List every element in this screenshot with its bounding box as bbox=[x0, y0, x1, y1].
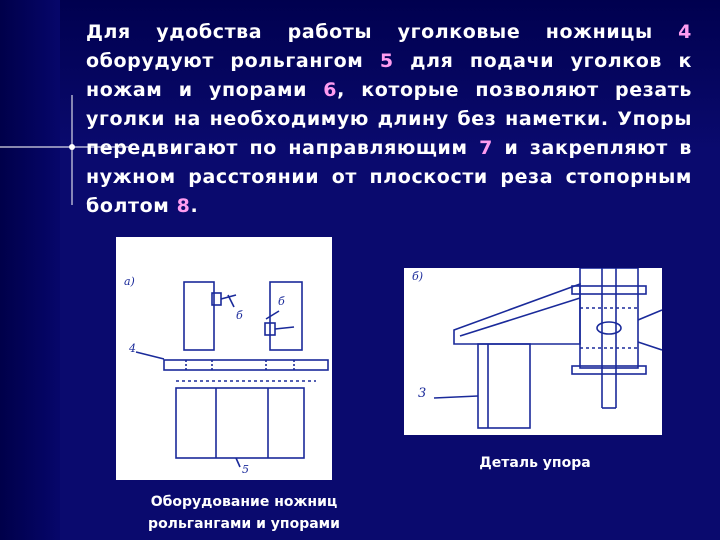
paragraph-text: и закрепляют в нужном расстоянии от плос… bbox=[86, 137, 692, 217]
paragraph-text: для подачи уголков к ножам и упорами bbox=[86, 50, 693, 101]
callout-label: 4 bbox=[129, 342, 136, 355]
shear-blade-right bbox=[269, 281, 303, 351]
figure-a-label: а) bbox=[124, 275, 135, 288]
paragraph-text: Для удобства работы уголковые ножницы bbox=[86, 21, 679, 43]
shear-blade-left bbox=[183, 281, 215, 351]
figure-stop-detail: б) 3 bbox=[404, 268, 662, 435]
figure-b-label: б) bbox=[412, 270, 424, 283]
locking-bolt bbox=[596, 321, 622, 335]
ref-number: 4 bbox=[678, 21, 692, 43]
shears-drawing bbox=[135, 281, 329, 468]
ref-number: 8 bbox=[176, 195, 191, 217]
caption-line: рольгангами и упорами bbox=[148, 516, 340, 532]
callout-label: б bbox=[278, 295, 285, 308]
callout-label: 5 bbox=[242, 463, 249, 476]
clamp-bottom bbox=[571, 365, 647, 375]
paragraph-text: оборудуют рольгангом bbox=[86, 50, 380, 72]
stop-bracket bbox=[453, 282, 581, 345]
background-top-gradient bbox=[0, 0, 720, 150]
stop-detail-drawing bbox=[433, 268, 662, 429]
roller-conveyor-frame bbox=[175, 387, 305, 459]
paragraph-text: , которые позволяют резать уголки на нео… bbox=[86, 79, 692, 159]
body-paragraph: Для удобства работы уголковые ножницы 4 … bbox=[86, 18, 692, 221]
sparkle-decoration bbox=[0, 95, 130, 205]
clamp-top bbox=[571, 285, 647, 295]
stop-post bbox=[477, 343, 531, 429]
ref-number: 7 bbox=[479, 137, 493, 159]
ref-number: 5 bbox=[379, 50, 394, 72]
roller-table-bar bbox=[163, 359, 329, 371]
callout-label: б bbox=[236, 309, 243, 322]
callout-label: 3 bbox=[418, 386, 427, 401]
figure-shears-equipment: а) б б 4 5 bbox=[116, 237, 332, 480]
caption-equipment: Оборудование ножниц рольгангами и упорам… bbox=[106, 491, 382, 535]
guide-sleeve bbox=[579, 268, 639, 369]
ref-number: 6 bbox=[323, 79, 338, 101]
background-left-strip bbox=[0, 0, 60, 540]
caption-stop-detail: Деталь упора bbox=[479, 455, 591, 471]
caption-line: Оборудование ножниц bbox=[150, 494, 338, 510]
paragraph-text: . bbox=[190, 195, 199, 217]
